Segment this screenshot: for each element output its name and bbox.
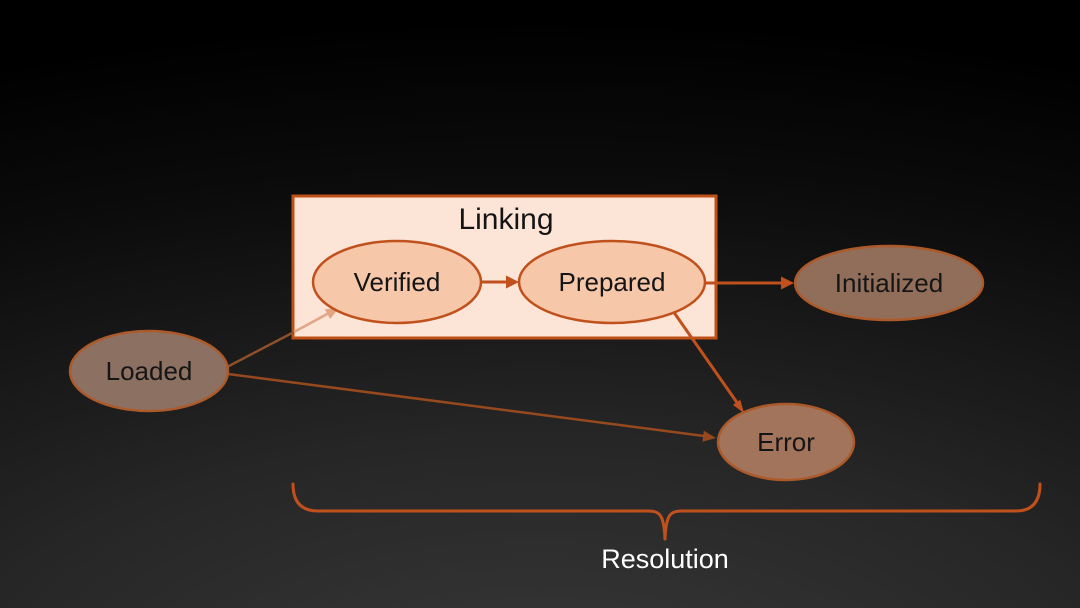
arrowhead-prepared-error [732,399,744,413]
node-loaded: Loaded [68,329,230,413]
resolution-caption: Resolution [601,544,729,574]
edge-loaded-to-error [227,372,716,442]
resolution-brace [291,482,1042,541]
edge-prepared-to-initialized [704,276,794,290]
node-error-label: Error [757,427,815,457]
edge-prepared-error-line [671,310,740,405]
node-loaded-label: Loaded [106,356,193,386]
node-prepared-ellipse [517,239,707,325]
edge-loaded-verified-pale-segment [293,311,330,334]
node-initialized-ellipse [793,244,985,322]
edge-loaded-error-line [227,372,705,438]
arrowhead-prepared-initialized [781,276,794,290]
edge-prepared-to-error [671,310,744,413]
node-prepared: Prepared [517,239,707,325]
node-error-ellipse [716,402,856,482]
edge-loaded-verified-dim-segment [226,330,295,369]
linking-box-title: Linking [458,203,553,236]
node-verified: Verified [311,239,483,325]
node-verified-ellipse [311,239,483,325]
arrowhead-verified-prepared [506,275,519,289]
node-prepared-label: Prepared [559,267,666,297]
arrowhead-loaded-error [702,430,716,442]
node-loaded-ellipse [68,329,230,413]
node-initialized-label: Initialized [835,268,943,298]
resolution-brace-group: Resolution [291,482,1042,574]
edge-verified-to-prepared [481,275,519,289]
node-initialized: Initialized [793,244,985,322]
node-error: Error [716,402,856,482]
node-verified-label: Verified [354,267,441,297]
